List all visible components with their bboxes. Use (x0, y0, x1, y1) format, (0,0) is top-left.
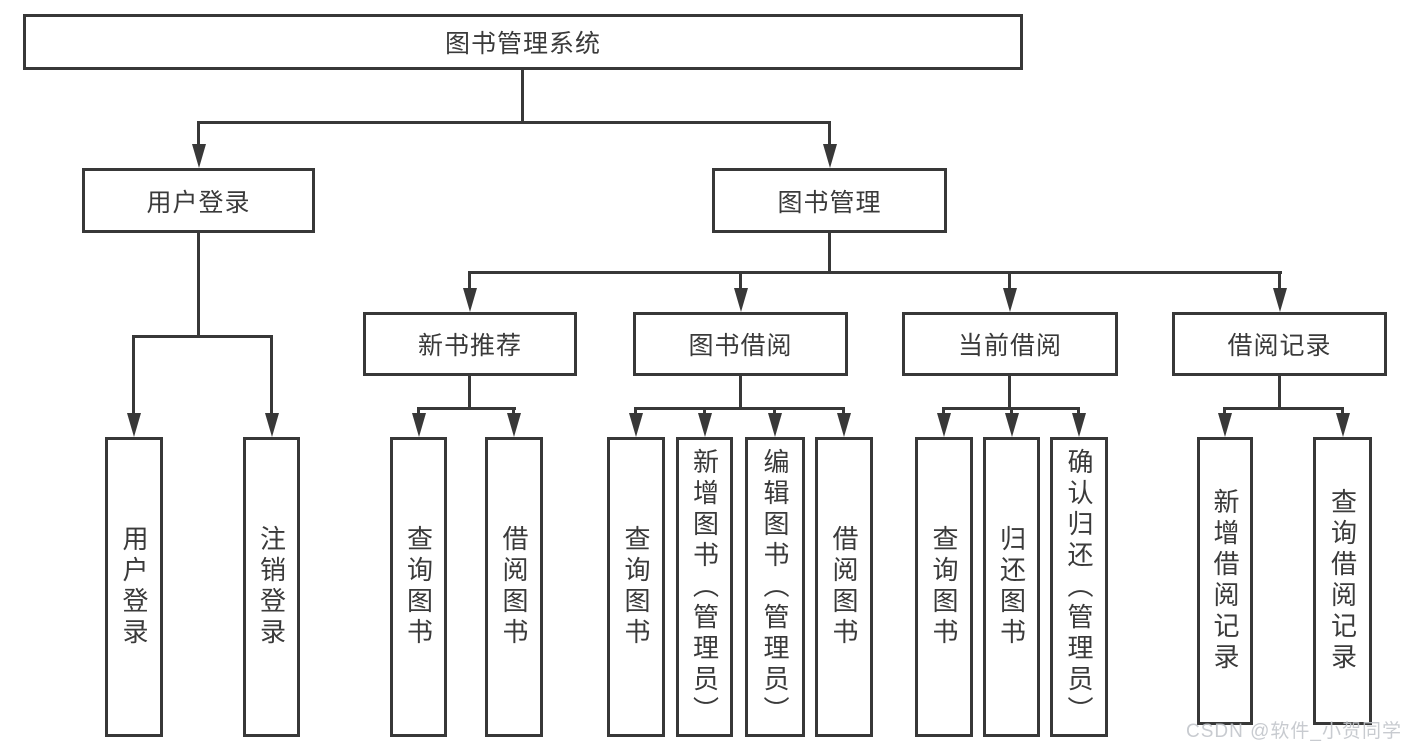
connector-new-book-hline (417, 407, 516, 410)
node-current-borrowing: 当前借阅 (902, 312, 1118, 376)
node-root: 图书管理系统 (23, 14, 1023, 70)
leaf-cb-query-books: 查询图书 (915, 437, 973, 737)
leaf-nb-borrow-books: 借阅图书 (485, 437, 543, 737)
connector-level2-hline (197, 121, 831, 124)
node-current-borrowing-label: 当前借阅 (957, 332, 1062, 360)
node-book-management: 图书管理 (712, 168, 947, 233)
arrow-bb-query-books (634, 407, 637, 413)
node-book-borrowing: 图书借阅 (633, 312, 848, 376)
leaf-logout-label: 注销登录 (256, 525, 287, 649)
leaf-cb-query-books-label: 查询图书 (929, 525, 959, 649)
connector-root-stem (521, 70, 524, 121)
arrow-cb-confirm-return (1077, 407, 1080, 413)
leaf-bb-edit-books-admin: 编辑图书（管理员） (745, 437, 805, 737)
leaf-cb-confirm-return-admin-label: 确认归还（管理员） (1064, 447, 1094, 727)
arrow-to-current-borrow (1008, 271, 1011, 288)
leaf-bb-query-books: 查询图书 (607, 437, 665, 737)
connector-user-login-hline (132, 335, 273, 338)
arrow-to-leaf-logout (270, 335, 273, 413)
connector-book-borrow-hline (634, 407, 845, 410)
arrow-bb-borrow-books (842, 407, 845, 413)
leaf-cb-confirm-return-admin: 确认归还（管理员） (1050, 437, 1108, 737)
arrow-cb-query-books (942, 407, 945, 413)
leaf-bb-add-books-admin-label: 新增图书（管理员） (689, 447, 720, 727)
arrow-br-query-record (1341, 407, 1344, 413)
node-new-book-recommend-label: 新书推荐 (417, 332, 522, 360)
leaf-user-login: 用户登录 (105, 437, 163, 737)
leaf-bb-query-books-label: 查询图书 (621, 525, 651, 649)
leaf-logout: 注销登录 (243, 437, 300, 737)
arrow-to-book-borrow (739, 271, 742, 288)
leaf-br-add-record-label: 新增借阅记录 (1210, 488, 1240, 674)
arrow-br-add-record (1223, 407, 1226, 413)
arrow-to-book-management (828, 121, 831, 144)
node-user-login-label: 用户登录 (146, 188, 251, 217)
leaf-nb-query-books-label: 查询图书 (403, 525, 434, 649)
arrow-bb-edit-books (773, 407, 776, 413)
node-new-book-recommend: 新书推荐 (363, 312, 577, 376)
node-user-login: 用户登录 (82, 168, 315, 233)
node-root-label: 图书管理系统 (444, 30, 601, 58)
connector-borrow-records-hline (1223, 407, 1344, 410)
leaf-cb-return-books-label: 归还图书 (996, 525, 1027, 649)
csdn-watermark: CSDN @软件_小贺同学 (1186, 721, 1402, 742)
leaf-br-query-record: 查询借阅记录 (1313, 437, 1372, 725)
arrow-cb-return-books (1010, 407, 1013, 413)
arrow-bb-add-books (703, 407, 706, 413)
leaf-bb-borrow-books-label: 借阅图书 (829, 525, 859, 649)
leaf-bb-edit-books-admin-label: 编辑图书（管理员） (760, 447, 790, 727)
arrow-to-new-book (468, 271, 471, 288)
connector-current-borrow-stem (1008, 376, 1011, 407)
arrow-to-leaf-user-login (132, 335, 135, 413)
connector-level3-hline (468, 271, 1282, 274)
leaf-nb-borrow-books-label: 借阅图书 (499, 525, 529, 649)
leaf-br-query-record-label: 查询借阅记录 (1327, 488, 1358, 674)
node-book-borrowing-label: 图书借阅 (688, 332, 793, 360)
node-borrowing-records: 借阅记录 (1172, 312, 1387, 376)
node-book-management-label: 图书管理 (777, 188, 882, 217)
arrow-nb-query-books (417, 407, 420, 413)
connector-borrow-records-stem (1278, 376, 1281, 407)
node-borrowing-records-label: 借阅记录 (1227, 332, 1332, 360)
arrow-to-borrow-records (1278, 271, 1281, 288)
arrow-to-user-login (197, 121, 200, 144)
leaf-user-login-label: 用户登录 (119, 525, 149, 649)
leaf-bb-borrow-books: 借阅图书 (815, 437, 873, 737)
leaf-br-add-record: 新增借阅记录 (1197, 437, 1253, 725)
leaf-bb-add-books-admin: 新增图书（管理员） (676, 437, 733, 737)
connector-new-book-stem (468, 376, 471, 407)
connector-book-mgmt-stem (828, 233, 831, 271)
arrow-nb-borrow-books (512, 407, 515, 413)
leaf-nb-query-books: 查询图书 (390, 437, 447, 737)
connector-user-login-stem (197, 233, 200, 335)
connector-book-borrow-stem (739, 376, 742, 407)
leaf-cb-return-books: 归还图书 (983, 437, 1040, 737)
